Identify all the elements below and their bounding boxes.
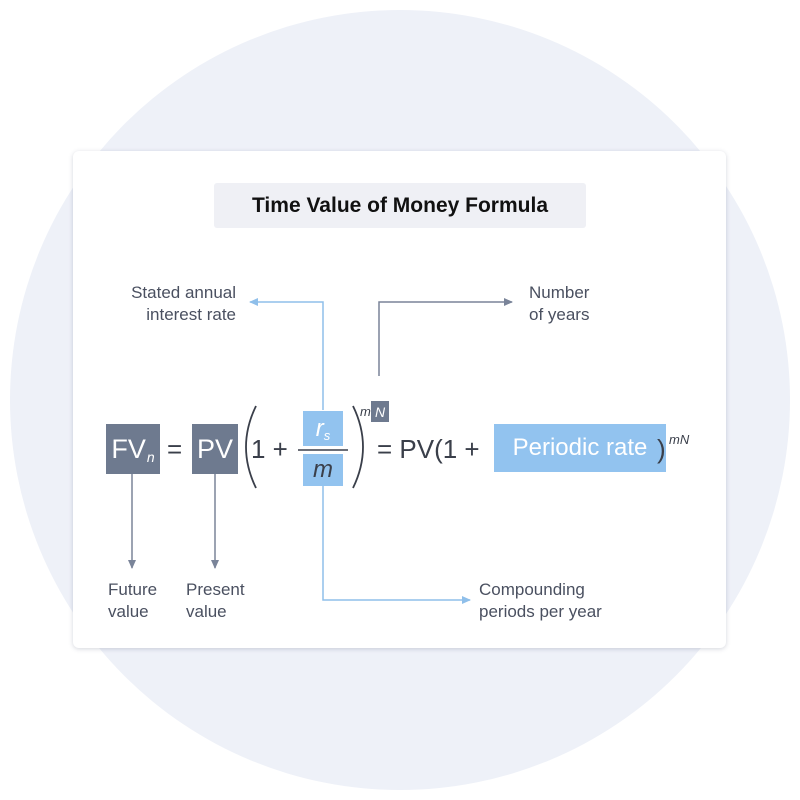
diagram-title: Time Value of Money Formula: [251, 193, 548, 217]
equals-sign: =: [167, 434, 183, 464]
closing-paren: ): [657, 434, 666, 464]
right-paren: [352, 405, 364, 489]
rs-box: r s: [303, 411, 343, 446]
one-plus: 1 +: [251, 434, 288, 464]
connector-rate: [249, 298, 324, 410]
connector-periods: [322, 484, 471, 604]
label-present-value: Present value: [186, 580, 245, 621]
pv-box: PV: [192, 424, 238, 474]
label-future-value: Future value: [108, 580, 158, 621]
r-subscript: s: [323, 428, 331, 443]
exponent-n-text: N: [374, 403, 386, 420]
label-stated-rate: Stated annual interest rate: [131, 283, 236, 324]
fv-text: FV: [111, 433, 146, 464]
m-box: m: [303, 454, 343, 486]
diagram-card: [73, 151, 726, 648]
title-banner: Time Value of Money Formula: [214, 183, 586, 228]
m-text: m: [313, 456, 333, 483]
left-paren: [245, 405, 257, 489]
connector-years: [378, 298, 513, 376]
periodic-rate-text: Periodic rate: [512, 434, 648, 461]
fv-box: FV n: [106, 424, 160, 474]
equals-pv-one-plus: = PV(1 +: [377, 434, 480, 464]
exponent-n-box: N: [371, 401, 389, 422]
exponent-m: m: [360, 404, 371, 419]
periodic-rate-box: Periodic rate: [494, 424, 666, 472]
label-compounding-periods: Compounding periods per year: [479, 580, 602, 621]
r-text: r: [315, 414, 324, 442]
exponent-mn: mN: [669, 432, 690, 447]
pv-text: PV: [196, 433, 234, 464]
fv-subscript: n: [146, 449, 155, 465]
label-number-years: Number of years: [529, 283, 590, 324]
